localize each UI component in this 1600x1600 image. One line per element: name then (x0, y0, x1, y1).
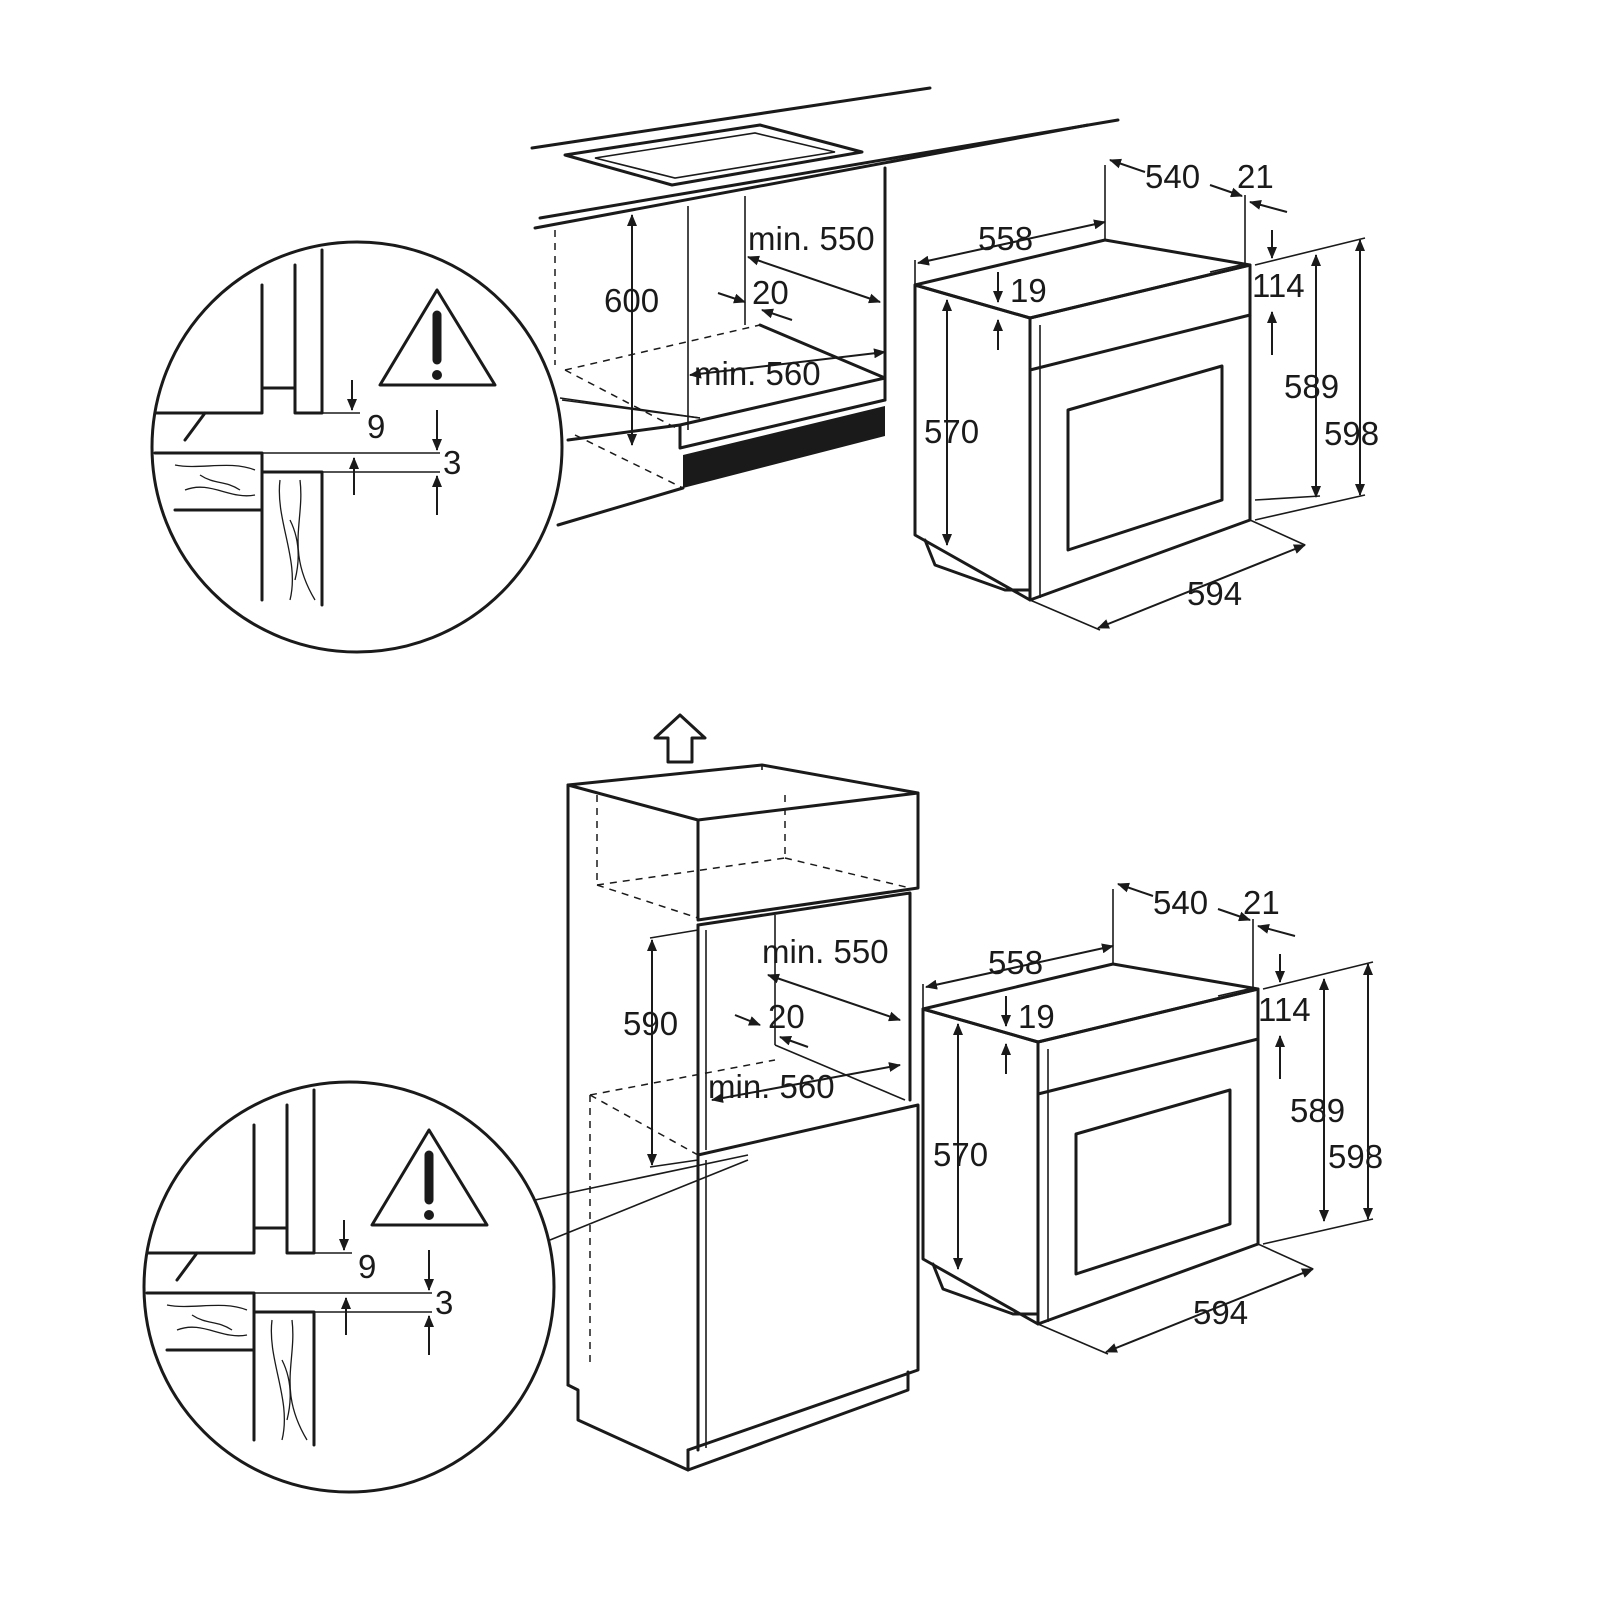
oven-dimensions: 558 540 21 19 114 570 589 598 594 (913, 158, 1379, 631)
detail-magnifier: 9 3 (144, 1082, 749, 1492)
detail-gap-9: 9 (358, 1248, 376, 1285)
dim-niche-depth: min. 550 (762, 933, 889, 970)
detail-gap-3: 3 (443, 444, 461, 481)
detail-magnifier: 9 3 (152, 242, 701, 652)
dim-panel-height: 114 (1258, 991, 1311, 1028)
detail-gap-3: 3 (435, 1284, 453, 1321)
dim-front-height: 589 (1284, 368, 1339, 405)
dim-niche-gap: 20 (768, 998, 805, 1035)
detail-gap-9: 9 (367, 408, 385, 445)
dim-front-height: 589 (1290, 1092, 1345, 1129)
dim-front-thickness: 21 (1243, 884, 1280, 921)
up-arrow-icon (653, 713, 707, 764)
dim-total-height: 598 (1324, 415, 1379, 452)
dim-oven-width: 594 (1187, 575, 1242, 612)
dim-niche-width: min. 560 (708, 1068, 835, 1105)
dim-offset: 19 (1018, 998, 1055, 1035)
oven-dimensions: 558 540 21 19 114 570 589 598 594 (921, 882, 1383, 1355)
dim-niche-height: 590 (623, 1005, 678, 1042)
dim-niche-gap: 20 (752, 274, 789, 311)
dim-body-height: 570 (933, 1136, 988, 1173)
dim-body-height: 570 (924, 413, 979, 450)
dim-oven-top-depth: 540 (1145, 158, 1200, 195)
dim-panel-height: 114 (1252, 267, 1305, 304)
dim-niche-height: 600 (604, 282, 659, 319)
dim-oven-width: 594 (1193, 1294, 1248, 1331)
dim-oven-side-depth: 558 (988, 944, 1043, 981)
dim-offset: 19 (1010, 272, 1047, 309)
top-diagram: 600 min. 550 20 min. 560 9 3 558 (152, 86, 1379, 652)
dim-oven-side-depth: 558 (978, 220, 1033, 257)
dim-front-thickness: 21 (1237, 158, 1274, 195)
dim-oven-top-depth: 540 (1153, 884, 1208, 921)
dim-total-height: 598 (1328, 1138, 1383, 1175)
bottom-diagram: 590 min. 550 20 min. 560 9 3 558 (144, 713, 1383, 1492)
dim-niche-depth: min. 550 (748, 220, 875, 257)
tall-cabinet (566, 763, 920, 1472)
dim-niche-width: min. 560 (694, 355, 821, 392)
